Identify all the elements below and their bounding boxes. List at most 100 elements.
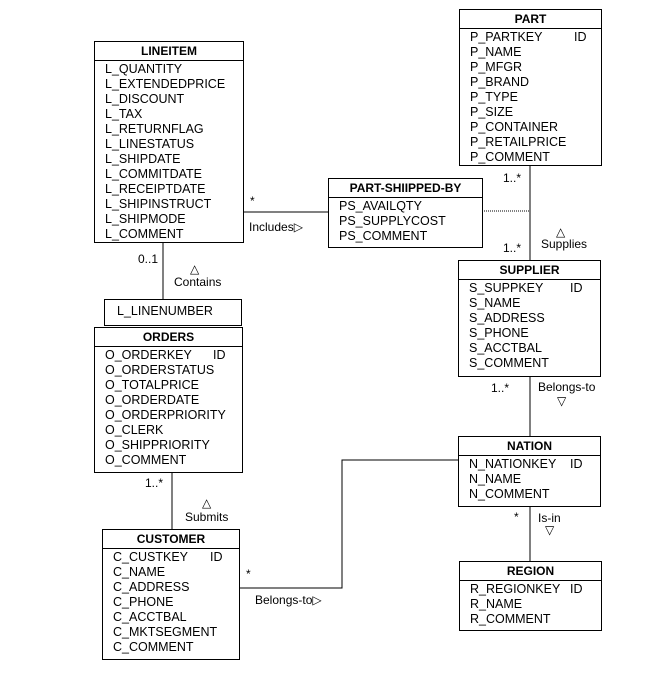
partsupp-attr: PS_SUPPLYCOST [339,214,446,228]
customer-attr: C_ADDRESS [113,580,190,594]
lineitem-attr: L_DISCOUNT [105,92,185,106]
belongs-to-customer-text: Belongs-to [255,593,313,607]
is-in-direction-arrow-icon: ▽ [545,523,555,537]
lineitem-attr: L_EXTENDEDPRICE [105,77,226,91]
contains-label: Contains [174,275,222,289]
orders-attr: O_ORDERSTATUS [105,363,215,377]
orders-attr: O_SHIPPRIORITY [105,438,210,452]
primary-key-label: ID [213,348,226,362]
lineitem-attr: L_LINESTATUS [105,137,195,151]
part-attr: P_BRAND [470,75,530,89]
is-in-label: Is-in [538,511,561,525]
lineitem-attr: L_COMMITDATE [105,167,202,181]
includes-label: Includes▷ [249,220,303,234]
orders-attr: O_COMMENT [105,453,187,467]
submits-direction-arrow-icon: △ [202,496,212,510]
part-attr: P_TYPE [470,90,518,104]
belongs-to-supplier-direction-arrow-icon: ▽ [557,394,567,408]
customer-attr: C_PHONE [113,595,174,609]
supplies-direction-arrow-icon: △ [556,225,566,239]
part-attr: P_NAME [470,45,522,59]
supplier-attr: S_ACCTBAL [469,341,542,355]
orders-attr: O_CLERK [105,423,164,437]
orders-attr: O_TOTALPRICE [105,378,200,392]
part-attr: P_COMMENT [470,150,550,164]
supplies-label: Supplies [541,237,588,251]
contains-multiplicity: 0..1 [138,252,159,266]
part-attr: P_CONTAINER [470,120,558,134]
linenumber-label: L_LINENUMBER [117,304,213,318]
direction-arrow-icon: ▷ [312,593,322,607]
primary-key-label: ID [210,550,223,564]
part-attr: P_MFGR [470,60,523,74]
nation-attr: N_COMMENT [469,487,550,501]
partsupp-attr: PS_AVAILQTY [339,199,422,213]
customer-attr: C_ACCTBAL [113,610,187,624]
orders-title: ORDERS [95,328,242,347]
lineitem-attr: L_TAX [105,107,143,121]
lineitem-attr: L_SHIPINSTRUCT [105,197,212,211]
region-attr: R_NAME [470,597,523,611]
belongs-to-customer-label: Belongs-to▷ [255,593,322,607]
primary-key-label: ID [570,457,583,471]
is-in-multiplicity: * [514,510,519,524]
supplies-supplier-multiplicity: 1..* [503,241,522,255]
partsupp-entity: PART-SHIIPPED-BY PS_AVAILQTY PS_SUPPLYCO… [328,178,483,248]
nation-attr: N_NAME [469,472,522,486]
region-attr: R_COMMENT [470,612,551,626]
lineitem-attributes: L_QUANTITY L_EXTENDEDPRICE L_DISCOUNT L_… [95,61,243,242]
primary-key-label: ID [574,30,587,44]
primary-key-label: ID [570,582,583,596]
partsupp-title: PART-SHIIPPED-BY [329,179,482,198]
region-title: REGION [460,562,601,581]
includes-multiplicity: * [250,194,255,208]
customer-nation-line [240,459,459,589]
supplier-attr: S_COMMENT [469,356,549,370]
supplier-title: SUPPLIER [459,261,600,280]
direction-arrow-icon: ▷ [293,220,303,234]
belongs-to-supplier-multiplicity: 1..* [491,381,510,395]
submits-multiplicity: 1..* [145,476,164,490]
supplier-attr: S_NAME [469,296,521,310]
supplies-part-multiplicity: 1..* [503,171,522,185]
customer-attr: C_COMMENT [113,640,194,654]
customer-title: CUSTOMER [103,530,239,549]
part-attr: P_RETAILPRICE [470,135,567,149]
lineitem-attr: L_COMMENT [105,227,184,241]
lineitem-title: LINEITEM [95,42,243,61]
customer-attr: C_MKTSEGMENT [113,625,218,639]
part-title: PART [460,10,601,29]
orders-attr: O_ORDERPRIORITY [105,408,226,422]
supplier-attr: S_PHONE [469,326,529,340]
customer-attr: C_NAME [113,565,166,579]
lineitem-attr: L_SHIPDATE [105,152,181,166]
nation-title: NATION [459,437,600,456]
belongs-to-customer-multiplicity: * [246,567,251,581]
lineitem-attr: L_RECEIPTDATE [105,182,206,196]
submits-label: Submits [185,510,229,524]
part-attr: P_SIZE [470,105,514,119]
lineitem-attr: L_RETURNFLAG [105,122,204,136]
belongs-to-supplier-label: Belongs-to [538,380,596,394]
lineitem-attr: L_QUANTITY [105,62,183,76]
contains-direction-arrow-icon: △ [190,262,200,276]
linenumber-qualifier: L_LINENUMBER [104,299,242,326]
partsupp-attr: PS_COMMENT [339,229,428,243]
